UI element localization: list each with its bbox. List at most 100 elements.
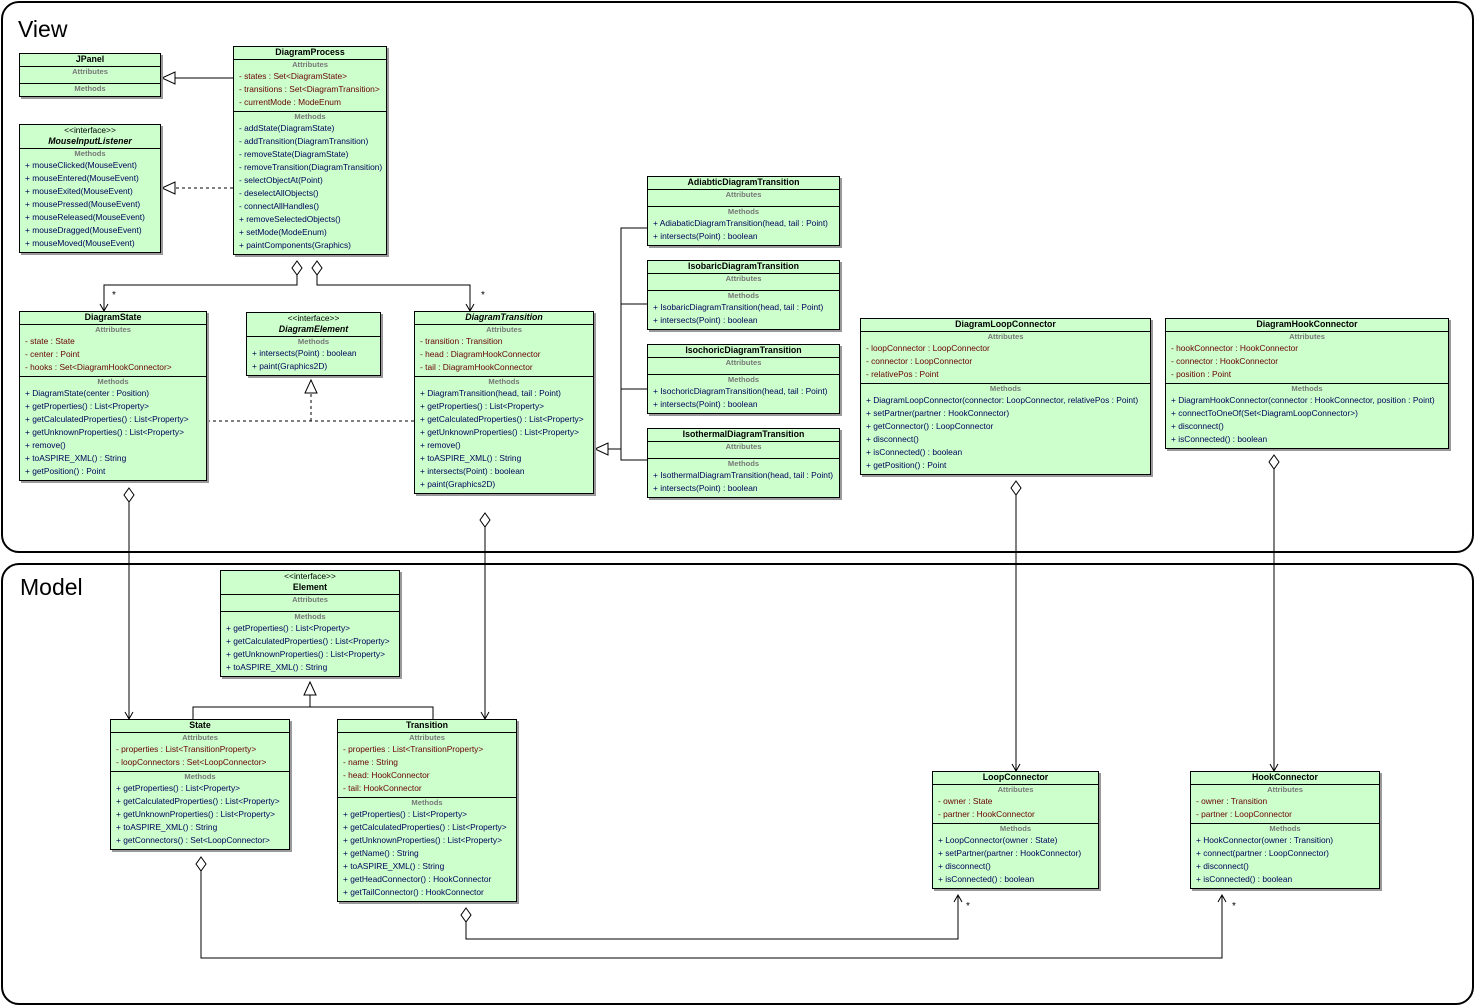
method: + intersects(Point) : boolean — [653, 231, 758, 241]
attribute: - partner : LoopConnector — [1196, 809, 1292, 819]
method: + intersects(Point) : boolean — [420, 466, 525, 476]
method: + getProperties() : List<Property> — [226, 623, 351, 633]
class-header: IsothermalDiagramTransition — [648, 429, 839, 442]
attributes-section: Attributes- owner : State- partner : Hoo… — [933, 785, 1098, 823]
methods-section: Methods+ getProperties() : List<Property… — [111, 771, 289, 849]
method: + disconnect() — [938, 861, 991, 871]
aggregation-diagramloopconnector-loopconnector — [1010, 480, 1022, 773]
method: + paintComponents(Graphics) — [239, 240, 351, 250]
methods-label: Methods — [727, 207, 760, 216]
attribute: - states : Set<DiagramState> — [239, 71, 347, 81]
method: + getCalculatedProperties() : List<Prope… — [116, 796, 280, 806]
attribute: - transition : Transition — [420, 336, 503, 346]
multiplicity-diagramstate: * — [112, 290, 116, 301]
class-header: LoopConnector — [933, 772, 1098, 785]
method: + disconnect() — [1196, 861, 1249, 871]
methods-label: Methods — [1269, 824, 1301, 833]
methods-label: Methods — [294, 612, 326, 621]
attributes-label: Attributes — [292, 595, 328, 604]
attributes-section: Attributes- states : Set<DiagramState>- … — [234, 60, 386, 111]
attribute: - position : Point — [1171, 369, 1232, 379]
realization-to-diagramelement — [207, 378, 414, 422]
attribute: - relativePos : Point — [866, 369, 939, 379]
methods-label: Methods — [74, 84, 106, 93]
attribute: - properties : List<TransitionProperty> — [116, 744, 257, 754]
methods-label: Methods — [989, 384, 1022, 393]
method: - connectAllHandles() — [239, 201, 320, 211]
methods-label: Methods — [1291, 384, 1323, 393]
class-name: State — [189, 720, 211, 730]
attributes-label: Attributes — [725, 358, 762, 367]
package-model-title: Model — [20, 574, 83, 600]
methods-label: Methods — [488, 377, 520, 386]
method: + isConnected() : boolean — [938, 874, 1035, 884]
method: + disconnect() — [866, 434, 919, 444]
attributes-section: Attributes- loopConnector : LoopConnecto… — [861, 332, 1150, 383]
attribute: - currentMode : ModeEnum — [239, 97, 341, 107]
methods-section: Methods+ mouseClicked(MouseEvent)+ mouse… — [20, 149, 160, 252]
generalization-diagramprocess-jpanel — [160, 71, 233, 85]
generalization-to-element — [192, 680, 434, 719]
attributes-label: Attributes — [725, 190, 762, 199]
method: + getPosition() : Point — [866, 460, 947, 470]
attribute: - center : Point — [25, 349, 80, 359]
method: + remove() — [420, 440, 461, 450]
aggregation-diagramprocess-diagramtransition — [311, 260, 475, 313]
attribute: - head : DiagramHookConnector — [420, 349, 541, 359]
realization-diagramprocess-mouseinputlistener — [160, 181, 233, 195]
method: + intersects(Point) : boolean — [653, 399, 758, 409]
multiplicity-hookconnector: * — [1232, 901, 1236, 912]
method: + connect(partner : LoopConnector) — [1196, 848, 1329, 858]
method: - selectObjectAt(Point) — [239, 175, 323, 185]
method: + setMode(ModeEnum) — [239, 227, 327, 237]
attributes-section: Attributes — [648, 442, 839, 458]
method: + toASPIRE_XML() : String — [116, 822, 218, 832]
aggregation-state-hookconnector — [195, 856, 1227, 959]
class-header: JPanel — [20, 54, 160, 67]
method: + DiagramLoopConnector(connector: LoopCo… — [866, 395, 1139, 405]
aggregation-diagramtransition-transition — [479, 512, 491, 721]
class-name: IsothermalDiagramTransition — [682, 429, 805, 439]
method: + paint(Graphics2D) — [252, 361, 328, 371]
class-name: DiagramLoopConnector — [955, 319, 1056, 329]
methods-section: Methods+ IsothermalDiagramTransition(hea… — [648, 458, 839, 497]
method: - removeTransition(DiagramTransition) — [239, 162, 383, 172]
attributes-section: Attributes — [648, 358, 839, 374]
methods-section: Methods+ DiagramState(center : Position)… — [20, 376, 206, 480]
methods-section: Methods + intersects(Point) : boolean + pa… — [247, 337, 380, 375]
package-view-title: View — [18, 16, 68, 42]
method: + getHeadConnector() : HookConnector — [343, 874, 492, 884]
method: + setPartner(partner : HookConnector) — [938, 848, 1082, 858]
class-header: State — [111, 720, 289, 733]
method: + toASPIRE_XML() : String — [343, 861, 445, 871]
method: + getProperties() : List<Property> — [116, 783, 241, 793]
attribute: - owner : Transition — [1196, 796, 1268, 806]
method: + getProperties() : List<Property> — [25, 401, 150, 411]
method: + intersects(Point) : boolean — [252, 348, 357, 358]
methods-section: Methods + DiagramLoopConnector(connector:… — [861, 383, 1150, 474]
class-name: JPanel — [75, 54, 105, 64]
method: + mouseDragged(MouseEvent) — [25, 225, 142, 235]
class-header: IsochoricDiagramTransition — [648, 345, 839, 358]
attributes-label: Attributes — [95, 325, 131, 334]
methods-label: Methods — [297, 337, 330, 346]
class-name: LoopConnector — [982, 772, 1049, 782]
attribute: - connector : HookConnector — [1171, 356, 1279, 366]
